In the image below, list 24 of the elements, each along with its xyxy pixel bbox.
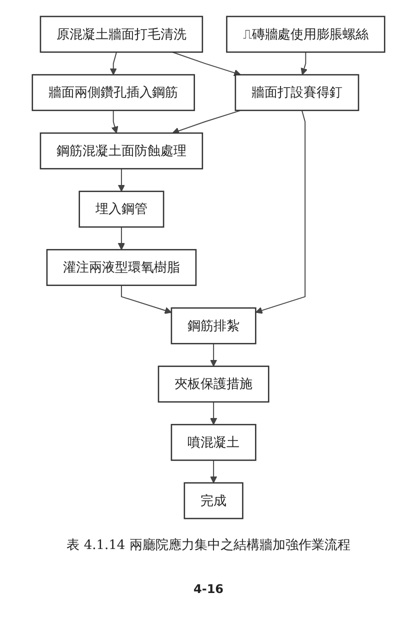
- arrow: [118, 226, 126, 250]
- process-box: 鋼筋排紮: [170, 307, 256, 344]
- arrow: [110, 52, 117, 76]
- arrow: [118, 168, 126, 192]
- process-box: 噴混凝土: [170, 424, 256, 461]
- process-box: 牆面打設賽得釘: [234, 74, 360, 112]
- arrow: [300, 52, 308, 76]
- arrow: [210, 343, 218, 367]
- arrow: [210, 460, 218, 484]
- figure-caption: 表 4.1.14 兩廳院應力集中之結構牆加強作業流程: [66, 537, 350, 554]
- process-box: 牆面兩側鑽孔插入鋼筋: [32, 74, 195, 112]
- arrow: [255, 110, 306, 314]
- process-box: 鋼筋混凝土面防蝕處理: [40, 132, 204, 170]
- process-box: 完成: [184, 482, 244, 520]
- arrow: [172, 110, 242, 134]
- process-box: ⎍磚牆處使用膨脹螺絲: [226, 16, 386, 53]
- arrow: [111, 110, 118, 134]
- process-box: 灌注兩液型環氧樹脂: [46, 249, 197, 286]
- arrow: [210, 401, 218, 425]
- process-box: 原混凝土牆面打毛清洗: [40, 16, 204, 53]
- arrow: [120, 284, 172, 314]
- process-box: 夾板保護措施: [158, 366, 270, 403]
- process-box: 埋入鋼管: [78, 190, 164, 228]
- page-number: 4-16: [193, 582, 224, 596]
